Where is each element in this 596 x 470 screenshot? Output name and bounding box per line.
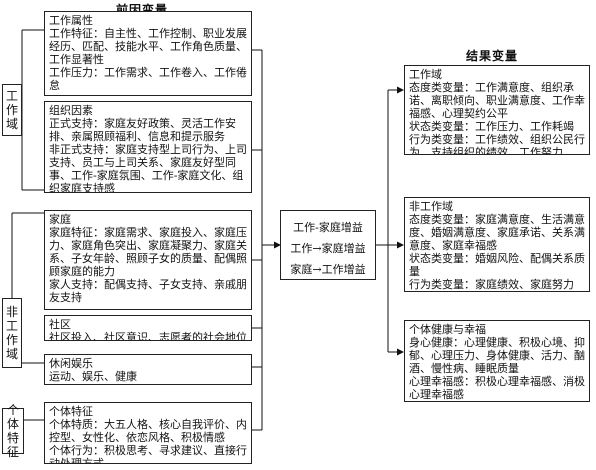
- box-line: 身心健康：心理健康、积极心境、抑郁、心理压力、身体健康、活力、酗酒、慢性病、睡眠…: [409, 336, 585, 375]
- outcome-work-box: 工作域态度类变量：工作满意度、组织承诺、离职倾向、职业满意度、工作幸福感、心理契…: [404, 65, 590, 155]
- box-line: 心理幸福感：积极心理幸福感、消极心理幸福感: [409, 375, 585, 401]
- org-factors-box: 组织因素正式支持：家庭友好政策、灵活工作安排、亲属照顾福利、信息和提示服务非正式…: [44, 101, 252, 193]
- box-title: 工作域: [409, 68, 442, 81]
- box-line: 运动、娱乐、健康: [49, 370, 137, 383]
- box-line: 家庭→工作增益: [290, 263, 366, 276]
- box-line: 工作→家庭增益: [290, 242, 366, 255]
- box-title: 工作属性: [49, 14, 93, 27]
- community-box: 社区社区投入、社区意识、志愿者的社会地位: [44, 315, 252, 341]
- box-line: 工作压力：工作需求、工作卷入、工作倦怠: [49, 66, 247, 92]
- antecedent-collector: [252, 49, 263, 431]
- individual-traits-box: 个体特征个体特质：大五人格、核心自我评价、内控型、女性化、依恋风格、积极情感个体…: [44, 402, 252, 464]
- box-line: 个体特质：大五人格、核心自我评价、内控型、女性化、依恋风格、积极情感: [49, 418, 247, 444]
- box-title: 休闲娱乐: [49, 357, 93, 370]
- box-line: 状态类变量：婚姻风险、配偶关系质量: [409, 252, 585, 278]
- outcome-distributor: [376, 90, 389, 352]
- box-line: 工作特征：自主性、工作控制、职业发展经历、匹配、技能水平、工作角色质量、工作显著…: [49, 27, 247, 66]
- box-line: 态度类变量：工作满意度、组织承诺、离职倾向、职业满意度、工作幸福感、心理契约公平: [409, 81, 585, 120]
- box-line: 家庭特征：家庭需求、家庭投入、家庭压力、家庭角色突出、家庭凝聚力、家庭关系、子女…: [49, 226, 247, 278]
- box-title: 组织因素: [49, 104, 93, 117]
- work-domain-label: 工作域: [2, 84, 22, 136]
- box-line: 家人支持：配偶支持、子女支持、亲戚朋友支持: [49, 278, 247, 304]
- outcome-health-box: 个体健康与幸福身心健康：心理健康、积极心境、抑郁、心理压力、身体健康、活力、酗酒…: [404, 320, 590, 402]
- box-line: 状态类变量：工作压力、工作耗竭: [409, 120, 574, 133]
- box-title: 社区: [49, 318, 71, 331]
- box-title: 非工作域: [409, 200, 453, 213]
- leisure-box: 休闲娱乐运动、娱乐、健康: [44, 354, 252, 385]
- box-title: 个体健康与幸福: [409, 323, 486, 336]
- box-line: 个体行为：积极思考、寻求建议、直接行动处理方式: [49, 444, 247, 464]
- outcome-nonwork-box: 非工作域态度类变量：家庭满意度、生活满意度、婚姻满意度、家庭承诺、关系满意度、家…: [404, 197, 590, 292]
- box-title: 个体特征: [49, 405, 93, 418]
- box-line: 态度类变量：家庭满意度、生活满意度、婚姻满意度、家庭承诺、关系满意度、家庭幸福感: [409, 213, 585, 252]
- box-line: 正式支持：家庭友好政策、灵活工作安排、亲属照顾福利、信息和提示服务: [49, 117, 236, 143]
- box-line: 行为类变量：家庭绩效、家庭努力: [409, 278, 574, 291]
- box-line: 行为类变量：工作绩效、组织公民行为、支持组织的绩效、工作努力: [409, 133, 585, 155]
- outcome-header: 结果变量: [466, 49, 519, 63]
- box-line: 社区投入、社区意识、志愿者的社会地位: [49, 331, 247, 341]
- work-domain-bracket: [21, 29, 44, 191]
- box-title: 工作-家庭增益: [293, 221, 363, 234]
- family-box: 家庭家庭特征：家庭需求、家庭投入、家庭压力、家庭角色突出、家庭凝聚力、家庭关系、…: [44, 210, 252, 310]
- box-line: 非正式支持：家庭支持型上司行为、上司支持、员工与上司关系、家庭友好型同事、工作-…: [49, 143, 247, 193]
- box-title: 家庭: [49, 213, 71, 226]
- individual-label: 个体特征: [2, 403, 24, 459]
- center-gain-box: 工作-家庭增益工作→家庭增益家庭→工作增益: [280, 210, 376, 280]
- work-attributes-box: 工作属性工作特征：自主性、工作控制、职业发展经历、匹配、技能水平、工作角色质量、…: [44, 11, 252, 96]
- nonwork-domain-label: 非工作域: [2, 298, 22, 368]
